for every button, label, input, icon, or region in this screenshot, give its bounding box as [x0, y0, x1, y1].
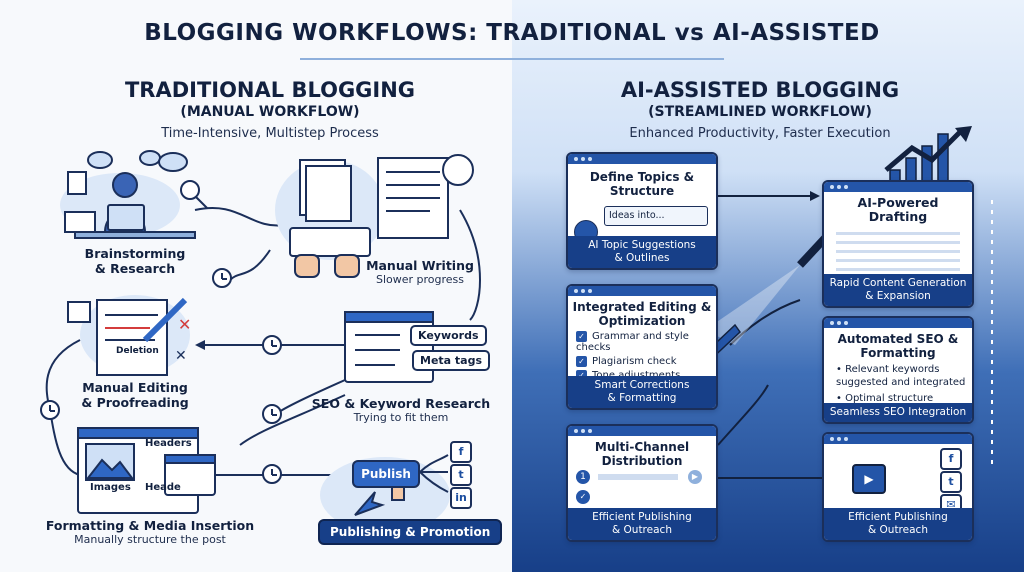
outreach-footer-1: Efficient Publishing	[848, 511, 948, 523]
ai-drafting-footer: Rapid Content Generation & Expansion	[824, 274, 972, 306]
check-item: ✓Plagiarism check	[576, 356, 716, 367]
svg-text:✕: ✕	[175, 348, 187, 364]
define-topics-footer-1: AI Topic Suggestions	[588, 239, 696, 251]
editing-checklist: ✓Grammar and style checks ✓Plagiarism ch…	[568, 331, 716, 381]
formatting-sub: Manually structure the post	[74, 533, 226, 546]
ai-heading: AI-ASSISTED BLOGGING	[620, 78, 900, 102]
multi-channel-title-2: Distribution	[601, 454, 683, 468]
editing-title-1: Manual Editing	[82, 380, 188, 395]
facebook-icon[interactable]: f	[450, 441, 472, 463]
multi-channel-footer: Efficient Publishing & Outreach	[568, 508, 716, 540]
integrated-editing-card[interactable]: Integrated Editing & Optimization ✓Gramm…	[566, 284, 718, 410]
title-divider	[300, 58, 724, 60]
check-item: ✓Grammar and style checks	[576, 331, 689, 353]
play-button-icon[interactable]: ▶	[852, 464, 886, 494]
check-icon: ✓	[576, 331, 587, 342]
multi-channel-card[interactable]: Multi-Channel Distribution 1 ▶ ✓ Efficie…	[566, 424, 718, 542]
seo-bullets: • Relevant keywords suggested and integr…	[824, 363, 972, 405]
publishing-promotion-pill: Publishing & Promotion	[318, 519, 503, 545]
define-topics-card[interactable]: Define Topics & Structure Ideas into... …	[566, 152, 718, 270]
automated-seo-title-2: Formatting	[860, 346, 936, 360]
ideas-input[interactable]: Ideas into...	[604, 206, 708, 226]
automated-seo-title-1: Automated SEO &	[837, 332, 959, 346]
check-icon: ✓	[576, 370, 587, 381]
outreach-card[interactable]: ▶ f t ✉ Efficient Publishing & Outreach	[822, 432, 974, 542]
seo-sub: Trying to fit them	[353, 411, 449, 424]
outreach-footer-2: & Outreach	[868, 524, 928, 536]
formatting-title: Formatting & Media Insertion	[45, 518, 255, 533]
ai-drafting-title: AI-Powered Drafting	[857, 195, 939, 224]
publish-button[interactable]: Publish	[352, 460, 420, 488]
linkedin-icon[interactable]: in	[450, 487, 472, 509]
play-icon[interactable]: ▶	[688, 470, 702, 484]
ai-header: AI-ASSISTED BLOGGING (STREAMLINED WORKFL…	[520, 78, 1000, 141]
keywords-tag: Keywords	[410, 325, 487, 346]
clock-icon	[262, 404, 282, 424]
check-item: ✓Tone adjustments	[576, 370, 716, 381]
bullet-item: • Optimal structure	[836, 393, 934, 404]
define-topics-footer-2: & Outlines	[614, 252, 670, 264]
seo-title: SEO & Keyword Research	[311, 396, 491, 411]
clock-icon	[212, 268, 232, 288]
outreach-footer: Efficient Publishing & Outreach	[824, 508, 972, 540]
ai-drafting-card[interactable]: AI-Powered Drafting Rapid Content Genera…	[822, 180, 974, 308]
ai-subheading: (STREAMLINED WORKFLOW)	[648, 104, 872, 120]
ai-drafting-footer-1: Rapid Content Generation	[829, 277, 967, 289]
page-title: BLOGGING WORKFLOWS: TRADITIONAL vs AI-AS…	[144, 20, 880, 46]
writing-sub: Slower progress	[375, 273, 465, 286]
traditional-header: TRADITIONAL BLOGGING (MANUAL WORKFLOW) T…	[20, 78, 520, 141]
images-label: Images	[90, 482, 131, 493]
multi-channel-footer-2: & Outreach	[612, 524, 672, 536]
meta-tags-tag: Meta tags	[412, 350, 491, 371]
traditional-subheading: (MANUAL WORKFLOW)	[180, 104, 360, 120]
writing-label: Manual Writing Slower progress	[345, 258, 495, 287]
brainstorm-label: Brainstorming & Research	[60, 246, 210, 276]
seo-label: SEO & Keyword Research Trying to fit the…	[306, 396, 496, 425]
automated-seo-card[interactable]: Automated SEO & Formatting • Relevant ke…	[822, 316, 974, 424]
define-topics-title: Define Topics & Structure	[589, 170, 695, 198]
check-icon: ✓	[576, 356, 587, 367]
check-icon: ✓	[576, 490, 590, 504]
integrated-editing-footer-1: Smart Corrections	[594, 379, 690, 391]
multi-channel-title-1: Multi-Channel	[594, 440, 690, 454]
twitter-icon[interactable]: t	[450, 464, 472, 486]
twitter-icon[interactable]: t	[940, 471, 962, 493]
editing-title-2: & Proofreading	[81, 395, 189, 410]
integrated-editing-title-2: Optimization	[598, 314, 686, 328]
ai-tagline: Enhanced Productivity, Faster Execution	[629, 126, 891, 141]
progress-line	[598, 474, 678, 480]
ai-drafting-footer-2: & Expansion	[865, 290, 931, 302]
step-one-icon: 1	[576, 470, 590, 484]
bullet-item: • Relevant keywords suggested and integr…	[836, 364, 966, 388]
deletion-text: Deletion	[116, 346, 159, 356]
writing-title: Manual Writing	[366, 258, 474, 273]
define-topics-footer: AI Topic Suggestions & Outlines	[568, 236, 716, 268]
integrated-editing-footer: Smart Corrections & Formatting	[568, 376, 716, 408]
traditional-heading: TRADITIONAL BLOGGING	[124, 78, 416, 102]
clock-icon	[262, 464, 282, 484]
multi-channel-footer-1: Efficient Publishing	[592, 511, 692, 523]
heade-label: Heade	[145, 482, 181, 493]
integrated-editing-title-1: Integrated Editing &	[572, 300, 712, 314]
editing-label: Manual Editing & Proofreading	[55, 380, 215, 410]
clock-icon	[262, 335, 282, 355]
traditional-tagline: Time-Intensive, Multistep Process	[161, 126, 379, 141]
brainstorm-title-2: & Research	[94, 261, 176, 276]
svg-text:✕: ✕	[178, 315, 191, 334]
facebook-icon[interactable]: f	[940, 448, 962, 470]
draft-lines	[836, 232, 960, 272]
automated-seo-footer: Seamless SEO Integration	[824, 403, 972, 422]
brainstorm-title-1: Brainstorming	[84, 246, 186, 261]
formatting-label: Formatting & Media Insertion Manually st…	[40, 518, 260, 547]
clock-icon	[40, 400, 60, 420]
headers-label: Headers	[145, 438, 192, 449]
integrated-editing-footer-2: & Formatting	[607, 392, 677, 404]
